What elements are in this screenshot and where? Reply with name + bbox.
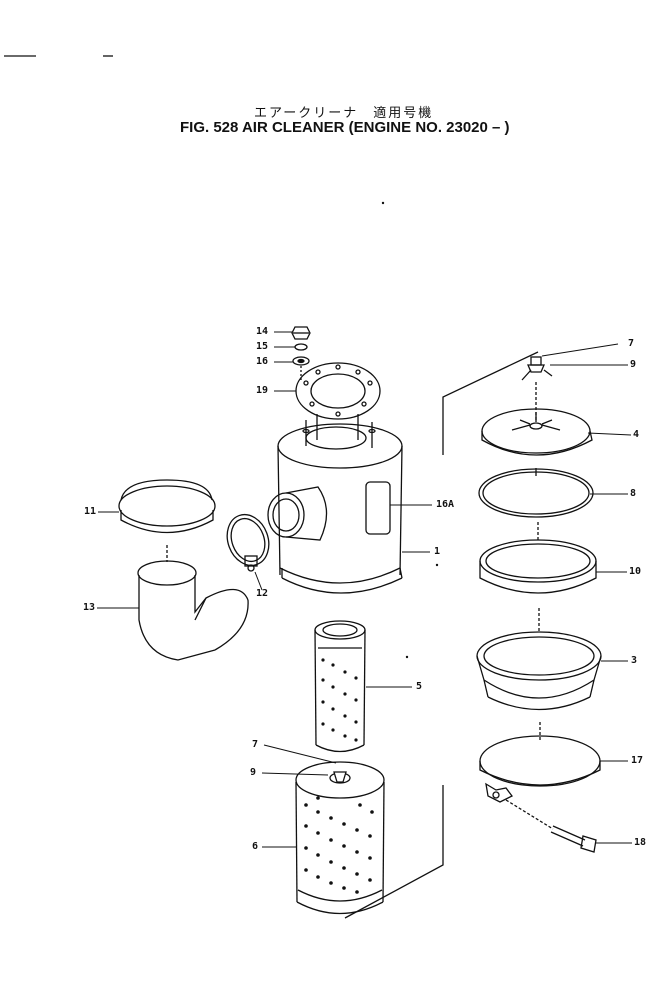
ring-10	[479, 539, 597, 594]
callout-12: 12	[256, 588, 269, 599]
element-5-perforations	[321, 658, 358, 742]
callout-10: 10	[629, 566, 642, 577]
speck	[381, 201, 385, 205]
wing-nut-top	[521, 356, 553, 381]
callout-9-bottom: 9	[250, 767, 257, 778]
callout-6: 6	[252, 841, 259, 852]
assembly-bracket-bottom	[344, 785, 444, 919]
figure-title: FIG. 528 AIR CLEANER (ENGINE NO. 23020 –…	[180, 119, 510, 136]
air-cleaner-body-1	[267, 414, 403, 594]
callout-leaders	[97, 331, 632, 848]
callout-13: 13	[83, 602, 96, 613]
callout-9-top: 9	[630, 359, 637, 370]
callout-1: 1	[434, 546, 441, 557]
band-clamp-17	[479, 735, 601, 803]
rain-cap-11	[118, 479, 216, 534]
callout-16a: 16A	[436, 499, 455, 510]
callout-18: 18	[634, 837, 647, 848]
callout-16: 16	[256, 356, 269, 367]
element-6-perforations	[304, 796, 374, 894]
seal-ring-8	[478, 468, 594, 518]
washer-16-hole	[297, 358, 305, 364]
elbow-pipe-13	[137, 560, 249, 661]
nut-14	[291, 326, 311, 340]
speck	[435, 563, 439, 567]
callout-14: 14	[256, 326, 269, 337]
callout-19: 19	[256, 385, 269, 396]
callout-4: 4	[633, 429, 640, 440]
lock-washer-15	[294, 343, 308, 351]
callout-17: 17	[631, 755, 644, 766]
japanese-title: エアークリーナ 適用号機	[254, 106, 434, 121]
callout-5: 5	[416, 681, 423, 692]
hose-clamp-12	[226, 513, 270, 572]
callout-8: 8	[630, 488, 637, 499]
callout-11: 11	[84, 506, 97, 517]
safety-element-5	[314, 620, 366, 753]
bolt-18	[550, 825, 597, 853]
speck	[405, 655, 409, 659]
dust-cup-3	[476, 631, 602, 711]
primary-element-6	[295, 761, 385, 915]
cover-4	[481, 408, 593, 456]
callout-3: 3	[631, 655, 638, 666]
callout-15: 15	[256, 341, 269, 352]
callout-7-top: 7	[628, 338, 635, 349]
callout-7-bottom: 7	[252, 739, 259, 750]
assembly-bracket-top	[442, 351, 539, 455]
gasket-19	[295, 362, 381, 420]
washer-16	[292, 356, 310, 366]
